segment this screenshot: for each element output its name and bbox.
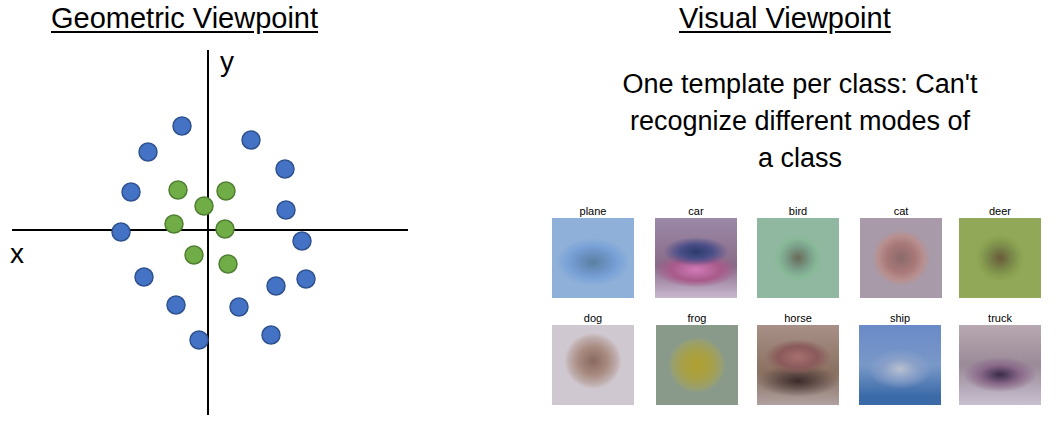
axis-label: x	[10, 238, 24, 270]
template-tile: cat	[860, 205, 942, 298]
template-tile: ship	[859, 312, 941, 405]
template-image	[552, 218, 634, 298]
template-tile: truck	[959, 312, 1041, 405]
template-image	[656, 325, 738, 405]
template-tile: horse	[757, 312, 839, 405]
template-tile: car	[655, 205, 737, 298]
template-tile: deer	[959, 205, 1041, 298]
template-tile: frog	[656, 312, 738, 405]
template-image	[552, 325, 634, 405]
x-axis	[12, 229, 408, 231]
template-image	[959, 218, 1041, 298]
blue-points	[112, 117, 315, 349]
template-image	[959, 325, 1041, 405]
template-image	[757, 218, 839, 298]
class-name: car	[655, 205, 737, 218]
y-axis	[207, 50, 209, 415]
note-text: One template per class: Can't recognize …	[620, 66, 980, 177]
class-name: truck	[959, 312, 1041, 325]
template-tile: bird	[757, 205, 839, 298]
template-image	[860, 218, 942, 298]
class-name: horse	[757, 312, 839, 325]
section-heading: Geometric Viewpoint	[51, 2, 318, 35]
class-name: frog	[656, 312, 738, 325]
section-heading: Visual Viewpoint	[679, 2, 891, 35]
template-tile: dog	[552, 312, 634, 405]
template-image	[859, 325, 941, 405]
green-points	[165, 181, 237, 273]
template-image	[757, 325, 839, 405]
class-name: bird	[757, 205, 839, 218]
class-name: ship	[859, 312, 941, 325]
class-name: plane	[552, 205, 634, 218]
axis-label: y	[220, 46, 234, 78]
template-tile: plane	[552, 205, 634, 298]
class-name: cat	[860, 205, 942, 218]
class-name: dog	[552, 312, 634, 325]
class-name: deer	[959, 205, 1041, 218]
template-image	[655, 218, 737, 298]
